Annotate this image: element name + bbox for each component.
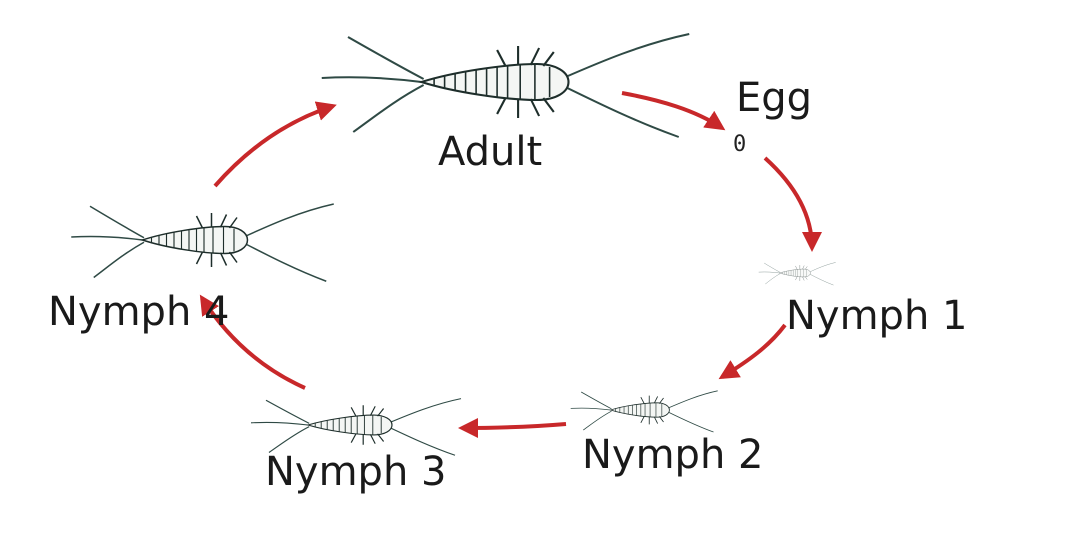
silverfish-nymph-icon xyxy=(70,203,335,282)
silverfish-nymph-icon xyxy=(758,262,836,286)
arrow-adult-to-egg xyxy=(621,91,726,131)
label-adult: Adult xyxy=(438,129,543,175)
label-nymph-3: Nymph 3 xyxy=(265,449,447,495)
label-nymph-2: Nymph 2 xyxy=(582,432,764,478)
arrow-nymph2-to-nymph3 xyxy=(458,417,567,438)
label-nymph-1: Nymph 1 xyxy=(786,293,968,339)
silverfish-nymph-icon xyxy=(250,398,462,456)
cycle-arrows xyxy=(199,91,822,438)
label-nymph-4: Nymph 4 xyxy=(48,289,230,335)
label-egg: Egg xyxy=(736,75,813,121)
arrow-egg-to-nymph1 xyxy=(763,156,822,252)
arrow-nymph3-to-nymph4 xyxy=(199,294,306,390)
arrow-nymph1-to-nymph2 xyxy=(718,323,787,380)
silverfish-nymph-icon xyxy=(570,390,719,433)
silverfish-adult-icon xyxy=(320,32,691,139)
arrow-nymph4-to-adult xyxy=(213,101,337,188)
egg-marker: 0 xyxy=(733,132,747,157)
